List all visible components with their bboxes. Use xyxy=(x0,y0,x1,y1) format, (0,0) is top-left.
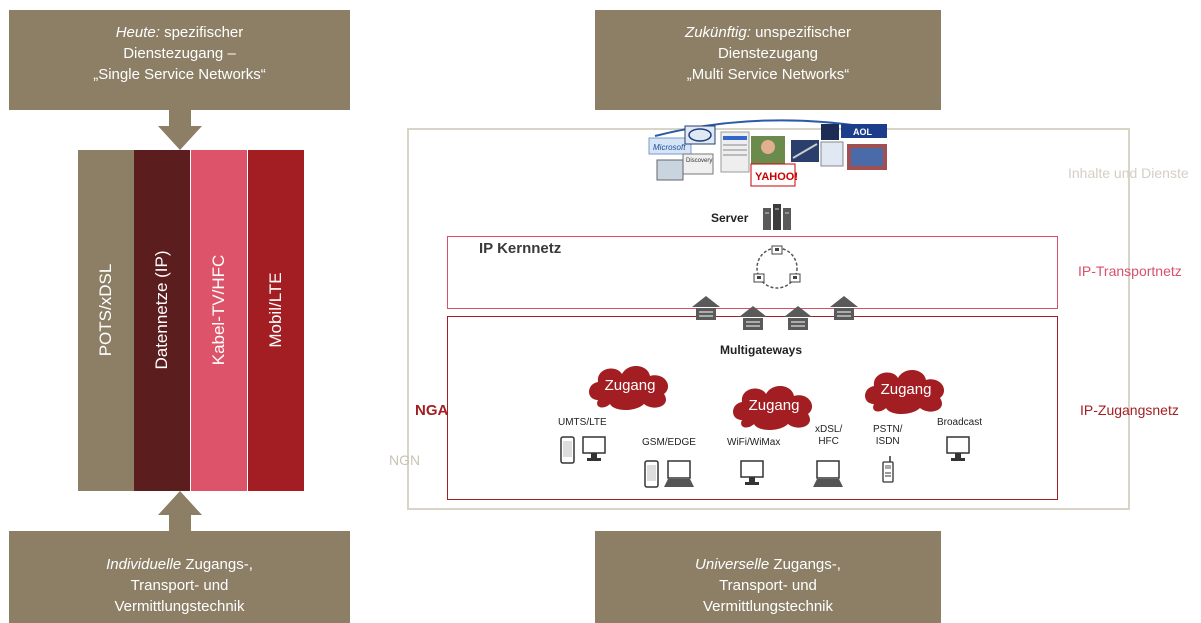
server-label: Server xyxy=(711,211,749,225)
column-pots-xdsl: POTS/xDSL xyxy=(78,150,134,491)
content-logos: Microsoft Discovery YAHOO! AOL xyxy=(648,119,887,187)
cloud-label: Zugang xyxy=(604,377,656,394)
laptop-icon xyxy=(813,460,843,487)
right-top-box: Zukünftig: unspezifischer Dienstezugang … xyxy=(595,10,941,110)
cloud-label: Zugang xyxy=(748,397,800,414)
column-label: Mobil/LTE xyxy=(266,272,285,348)
up-arrow xyxy=(158,491,202,533)
device-label-umts: UMTS/LTE xyxy=(558,417,607,428)
device-label-gsm: GSM/EDGE xyxy=(642,437,696,448)
access-cloud: Zugang xyxy=(728,380,820,432)
yahoo-logo-text: YAHOO! xyxy=(755,171,798,183)
left-top-box: Heute: spezifischer Dienstezugang – „Sin… xyxy=(9,10,350,110)
device-label-wifi: WiFi/WiMax xyxy=(727,437,781,448)
down-arrow xyxy=(158,108,202,150)
monitor-icon xyxy=(946,436,970,461)
device-label-broadcast: Broadcast xyxy=(937,417,983,428)
nga-label: NGA xyxy=(415,402,449,419)
mobile-phone-icon xyxy=(560,436,575,464)
column-label: Kabel-TV/HFC xyxy=(209,254,228,366)
core-label: IP Kernnetz xyxy=(479,240,562,257)
monitor-icon xyxy=(582,436,606,461)
cloud-label: Zugang xyxy=(880,381,932,398)
core-ring-icon xyxy=(753,245,801,289)
right-bottom-box: Universelle Zugangs-, Transport- und Ver… xyxy=(595,531,941,623)
column-datennetze: Datennetze (IP) xyxy=(134,150,190,491)
label-inhalte-dienste: Inhalte und Dienste xyxy=(1068,165,1189,181)
ngn-frame xyxy=(407,128,1130,510)
device-label-pstn: PSTN/ISDN xyxy=(873,424,903,447)
landline-phone-icon xyxy=(882,456,894,483)
multigateways-label: Multigateways xyxy=(720,343,803,357)
label-ip-transportnetz: IP-Transportnetz xyxy=(1078,263,1182,279)
column-label: POTS/xDSL xyxy=(96,263,115,357)
gateway-icon xyxy=(739,306,767,330)
device-label-xdsl: xDSL/HFC xyxy=(815,424,843,447)
discovery-logo-text: Discovery xyxy=(686,158,712,164)
access-cloud: Zugang xyxy=(860,364,952,416)
mobile-phone-icon xyxy=(644,460,659,488)
gateway-icon xyxy=(784,306,812,330)
laptop-icon xyxy=(664,460,694,487)
monitor-icon xyxy=(740,460,764,485)
gateway-icon xyxy=(692,296,720,320)
column-kabel-tv: Kabel-TV/HFC xyxy=(191,150,247,491)
gateway-icon xyxy=(830,296,858,320)
server-icon xyxy=(763,204,791,230)
access-cloud: Zugang xyxy=(584,360,676,412)
column-label: Datennetze (IP) xyxy=(152,250,171,370)
ngn-label: NGN xyxy=(389,452,421,468)
aol-logo-text: AOL xyxy=(853,127,873,137)
microsoft-logo-text: Microsoft xyxy=(653,143,686,152)
column-mobil-lte: Mobil/LTE xyxy=(248,150,304,491)
left-bottom-box: Individuelle Zugangs-, Transport- und Ve… xyxy=(9,531,350,623)
label-ip-zugangsnetz: IP-Zugangsnetz xyxy=(1080,402,1179,418)
